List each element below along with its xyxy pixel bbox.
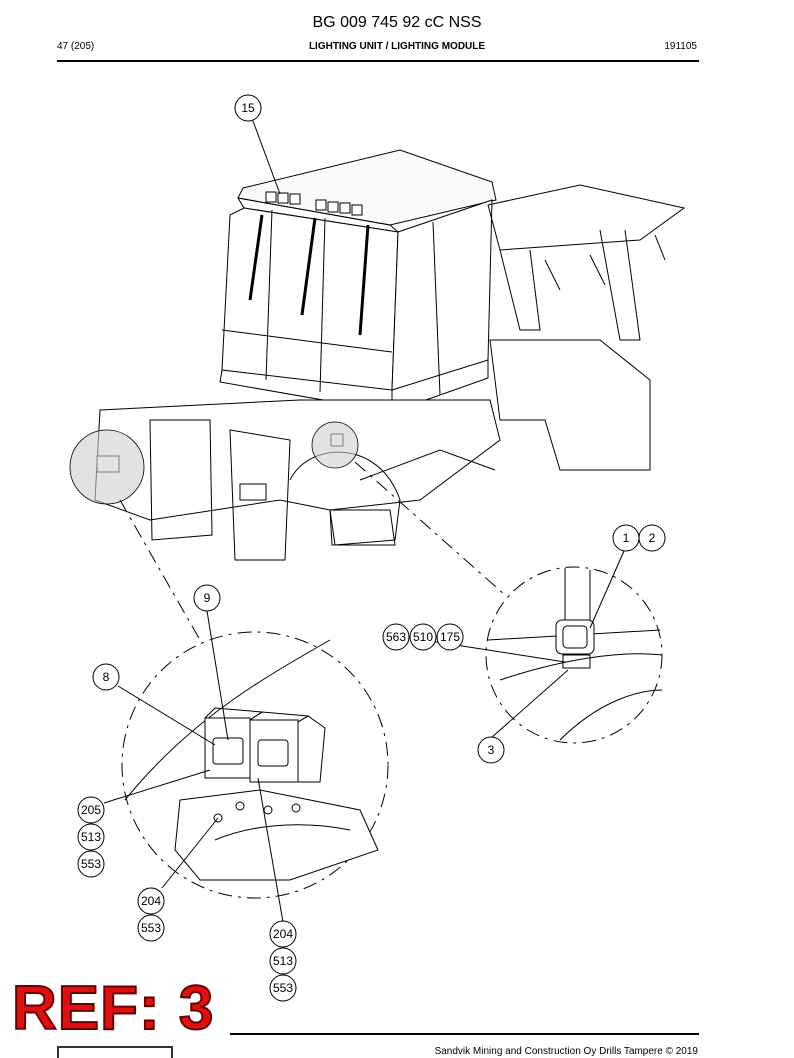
section-title: LIGHTING UNIT / LIGHTING MODULE (308, 41, 486, 52)
callout-label-205: 205 (81, 803, 101, 817)
callout-label-8: 8 (103, 670, 110, 684)
callout-513-a (77, 823, 105, 851)
callout-label-563: 563 (386, 630, 406, 644)
callout-label-553-a: 553 (81, 857, 101, 871)
callout-label-510: 510 (413, 630, 433, 644)
header-rule (57, 60, 699, 62)
callout-553-a (77, 850, 105, 878)
callout-9 (193, 584, 221, 612)
document-title: BG 009 745 92 cC NSS (312, 14, 482, 31)
callout-204-a (137, 887, 165, 915)
callout-label-1: 1 (623, 531, 630, 545)
callout-label-513-b: 513 (273, 954, 293, 968)
ref-stamp: REF: 3 (11, 974, 215, 1043)
callout-175 (436, 623, 464, 651)
callout-553-c (269, 974, 297, 1002)
callout-label-513-a: 513 (81, 830, 101, 844)
callout-label-3: 3 (488, 743, 495, 757)
callout-513-b (269, 947, 297, 975)
document-code: 191105 (664, 41, 697, 52)
callout-label-553-b: 553 (141, 921, 161, 935)
callout-204-b (269, 920, 297, 948)
callout-8 (92, 663, 120, 691)
callout-3 (477, 736, 505, 764)
callout-label-175: 175 (440, 630, 460, 644)
callout-label-9: 9 (204, 591, 211, 605)
footer-rule (230, 1033, 699, 1035)
callout-553-b (137, 914, 165, 942)
callout-205 (77, 796, 105, 824)
footer-copyright: Sandvik Mining and Construction Oy Drill… (434, 1046, 698, 1057)
callout-label-15: 15 (241, 101, 255, 115)
callout-2 (638, 524, 666, 552)
sandvik-logo (57, 1046, 173, 1058)
callout-label-553-c: 553 (273, 981, 293, 995)
page-number: 47 (205) (57, 41, 95, 52)
callout-label-204-b: 204 (273, 927, 293, 941)
callout-15 (234, 94, 262, 122)
callout-label-2: 2 (649, 531, 656, 545)
callout-510 (409, 623, 437, 651)
callout-563 (382, 623, 410, 651)
callout-label-204-a: 204 (141, 894, 161, 908)
